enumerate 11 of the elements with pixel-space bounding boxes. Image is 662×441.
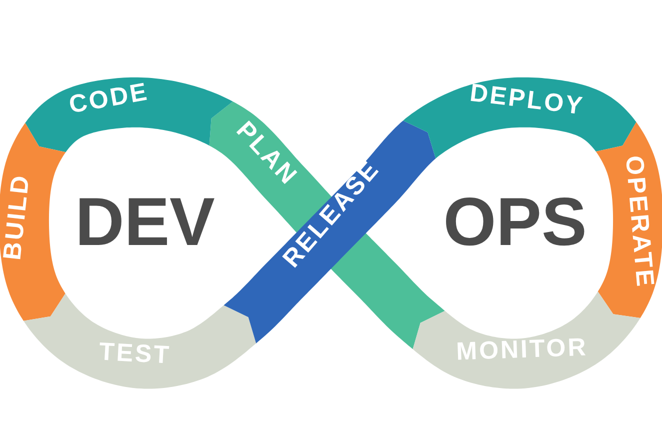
- stage-arrow-segment: [25, 77, 233, 153]
- stage-arrow-segment: [412, 291, 641, 389]
- stage-label: OPERATE: [620, 153, 658, 290]
- stage-arrow-segment: [0, 122, 66, 321]
- stage-label: DEPLOY: [467, 80, 586, 120]
- stage-label: BUILD: [0, 172, 34, 264]
- loop-label: OPS: [443, 188, 587, 256]
- stage-label: CODE: [66, 80, 151, 118]
- loop-label: DEV: [75, 188, 215, 256]
- stage-arrow-segment: [23, 293, 257, 389]
- stage-arrow-segment: [595, 122, 662, 319]
